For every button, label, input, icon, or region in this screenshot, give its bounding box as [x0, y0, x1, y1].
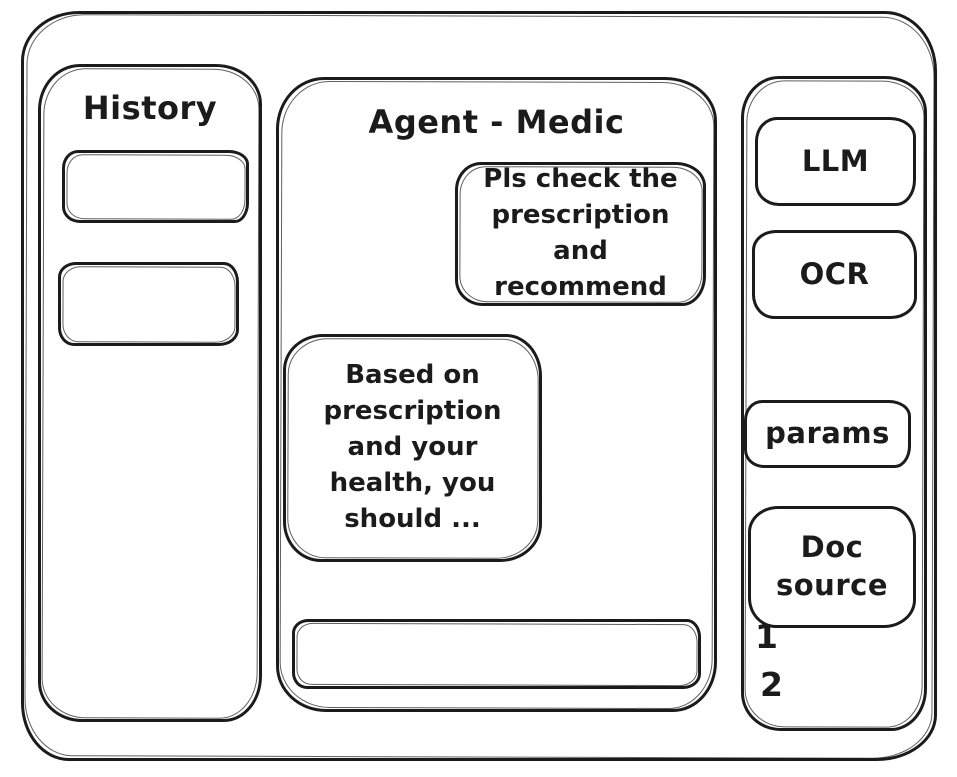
params-button[interactable]: params [744, 400, 911, 468]
history-title: History [82, 89, 218, 127]
user-message-bubble: Pls check the prescription and recommend [455, 162, 706, 306]
doc-source-item-1[interactable]: 1 [755, 617, 778, 656]
assistant-message-bubble: Based on prescription and your health, y… [283, 334, 542, 562]
history-item-2[interactable] [58, 262, 239, 346]
llm-button[interactable]: LLM [755, 117, 916, 206]
history-item-1[interactable] [62, 150, 249, 223]
doc-source-button[interactable]: Doc source [748, 506, 916, 628]
chat-input-container [292, 619, 701, 689]
ocr-button[interactable]: OCR [752, 230, 917, 319]
doc-source-item-2[interactable]: 2 [760, 665, 783, 704]
chat-title: Agent - Medic [368, 103, 625, 141]
chat-input[interactable] [299, 626, 694, 682]
